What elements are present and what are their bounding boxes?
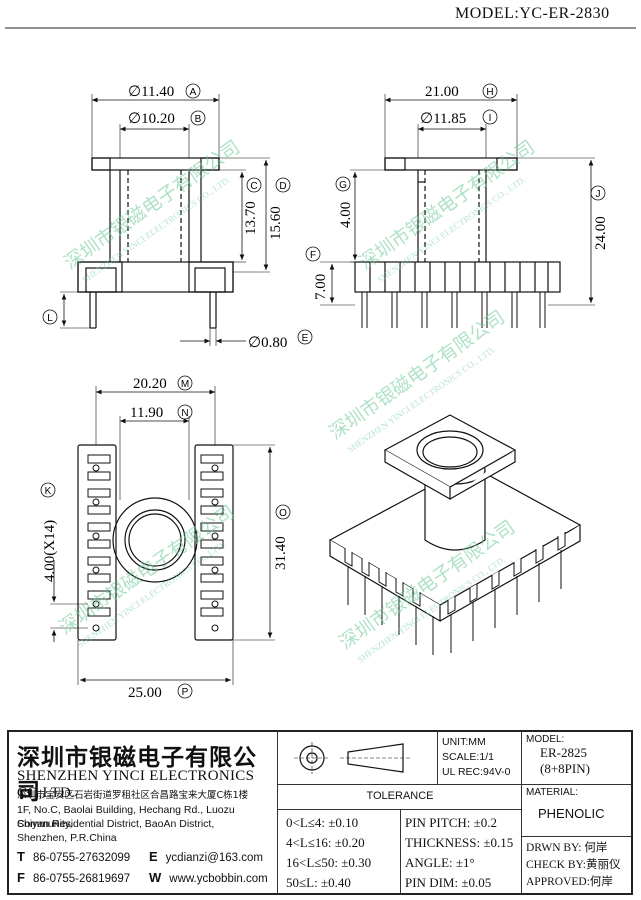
dim-b-letter: B [195, 114, 202, 125]
dim-a-value: ∅11.40 [128, 84, 174, 100]
dim-c-value: 13.70 [243, 201, 259, 235]
telephone: T 86-0755-27632099 [17, 849, 130, 864]
company-name-cn: 深圳市银磁电子有限公司 [17, 744, 257, 805]
address-cn: 深圳市宝安区石岩街道罗租社区合昌路宝来大厦C栋1楼 [17, 790, 249, 801]
dim-k-letter: K [45, 486, 52, 497]
dim-e-value: ∅0.80 [248, 335, 287, 351]
unit: UNIT:MM [442, 736, 486, 748]
fax: F 86-0755-26819697 [17, 870, 130, 885]
dim-o-value: 31.40 [273, 536, 289, 570]
email-value[interactable]: ycdianzi@163.com [165, 852, 264, 864]
tolerance-row: 50≤L: ±0.40 [286, 875, 351, 890]
tolerance-row: ANGLE: ±1° [405, 855, 475, 870]
tolerance-row: 0<L≤4: ±0.10 [286, 815, 359, 830]
tolerance-left-list: 0<L≤4: ±0.10 4<L≤16: ±0.20 16<L≤50: ±0.3… [286, 813, 371, 893]
check-by: CHECK BY:黄丽仪 [526, 859, 621, 871]
signature-cell: DRWN BY: 何岸 CHECK BY:黄丽仪 APPROVED:何岸 [521, 836, 631, 893]
dim-j-letter: J [596, 189, 601, 200]
dim-g-letter: G [339, 180, 347, 191]
unit-scale-cell: UNIT:MM SCALE:1/1 UL REC:94V-0 [437, 732, 521, 784]
web-label: W [149, 870, 162, 885]
dim-i-value: ∅11.85 [420, 111, 466, 127]
tolerance-row: 4<L≤16: ±0.20 [286, 835, 365, 850]
model-value: ER-2825 [540, 745, 587, 760]
fax-value: 86-0755-26819697 [32, 873, 131, 885]
dim-p-value: 25.00 [128, 685, 162, 701]
side-view [320, 94, 595, 328]
ul-rec: UL REC:94V-0 [442, 766, 511, 778]
dim-e-letter: E [302, 333, 309, 344]
approved-by: APPROVED:何岸 [526, 876, 613, 888]
svg-text:深圳市银磁电子有限公司: 深圳市银磁电子有限公司 [325, 306, 509, 444]
dim-l-letter: L [47, 313, 53, 324]
tolerance-row: PIN DIM: ±0.05 [405, 875, 492, 890]
company-name-en: SHENZHEN YINCI ELECTRONICS CO,LTD. [17, 768, 255, 801]
dim-c-letter: C [250, 181, 257, 192]
isometric-view [328, 414, 582, 655]
tolerance-row: THICKNESS: ±0.15 [405, 835, 514, 850]
email-label: E [149, 849, 158, 864]
tolerance-title: TOLERANCE [366, 790, 434, 802]
tolerance-row: PIN PITCH: ±0.2 [405, 815, 498, 830]
bottom-view [50, 386, 275, 685]
material-cell: MATERIAL: PHENOLIC [521, 784, 631, 836]
dim-h-value: 21.00 [425, 84, 459, 100]
web-value[interactable]: www.ycbobbin.com [169, 873, 268, 885]
dim-d-value: 15.60 [268, 206, 284, 240]
dim-j-value: 24.00 [593, 216, 609, 250]
dim-n-value: 11.90 [130, 405, 163, 421]
address-en-1: 1F, No.C, Baolai Building, Hechang Rd., … [17, 804, 235, 830]
dim-m-value: 20.20 [133, 376, 167, 392]
svg-text:深圳市银磁电子有限公司: 深圳市银磁电子有限公司 [355, 136, 539, 274]
material-label: MATERIAL: [526, 787, 579, 798]
tel-label: T [17, 849, 25, 864]
address-en-2: Shiyan Residential District, BaoAn Distr… [17, 818, 215, 830]
title-block: 深圳市银磁电子有限公司 SHENZHEN YINCI ELECTRONICS C… [7, 730, 633, 895]
watermark: 深圳市银磁电子有限公司 SHENZHEN YINCI ELECTRONICS C… [55, 136, 539, 664]
model-label: MODEL: [526, 734, 565, 745]
dim-d-letter: D [279, 181, 286, 192]
dim-p-letter: P [182, 687, 189, 698]
tolerance-right-list: PIN PITCH: ±0.2 THICKNESS: ±0.15 ANGLE: … [405, 813, 513, 893]
projection-symbol-icon [294, 742, 410, 774]
dim-o-letter: O [279, 508, 287, 519]
dim-f-letter: F [310, 250, 316, 261]
material-value: PHENOLIC [538, 806, 605, 821]
dim-f-value: 7.00 [313, 274, 329, 300]
fax-label: F [17, 870, 25, 885]
dim-k-value: 4.00(X14) [42, 520, 58, 582]
projection-symbol-cell [277, 732, 437, 784]
model-cell: MODEL: ER-2825 (8+8PIN) [521, 732, 631, 784]
dim-g-value: 4.00 [338, 202, 354, 228]
dim-i-letter: I [489, 113, 492, 124]
drawn-by: DRWN BY: 何岸 [526, 842, 608, 854]
tolerance-row: 16<L≤50: ±0.30 [286, 855, 372, 870]
dim-h-letter: H [486, 87, 493, 98]
dim-m-letter: M [181, 379, 189, 390]
company-panel: 深圳市银磁电子有限公司 SHENZHEN YINCI ELECTRONICS C… [9, 732, 277, 893]
dim-b-value: ∅10.20 [128, 111, 175, 127]
scale: SCALE:1/1 [442, 751, 494, 763]
svg-text:深圳市银磁电子有限公司: 深圳市银磁电子有限公司 [60, 136, 244, 274]
technical-drawing: ∅11.40 A ∅10.20 B 13.70 C 15.60 D L ∅0.8… [5, 27, 636, 701]
tolerance-panel: TOLERANCE 0<L≤4: ±0.10 4<L≤16: ±0.20 16<… [277, 784, 522, 894]
tel-value: 86-0755-27632099 [32, 852, 131, 864]
front-view [60, 94, 270, 346]
address-en-3: Shenzhen, P.R.China [17, 832, 117, 844]
dim-a-letter: A [190, 87, 197, 98]
dim-n-letter: N [181, 408, 188, 419]
model-pins: (8+8PIN) [540, 761, 590, 776]
model-title: MODEL:YC-ER-2830 [455, 5, 610, 22]
